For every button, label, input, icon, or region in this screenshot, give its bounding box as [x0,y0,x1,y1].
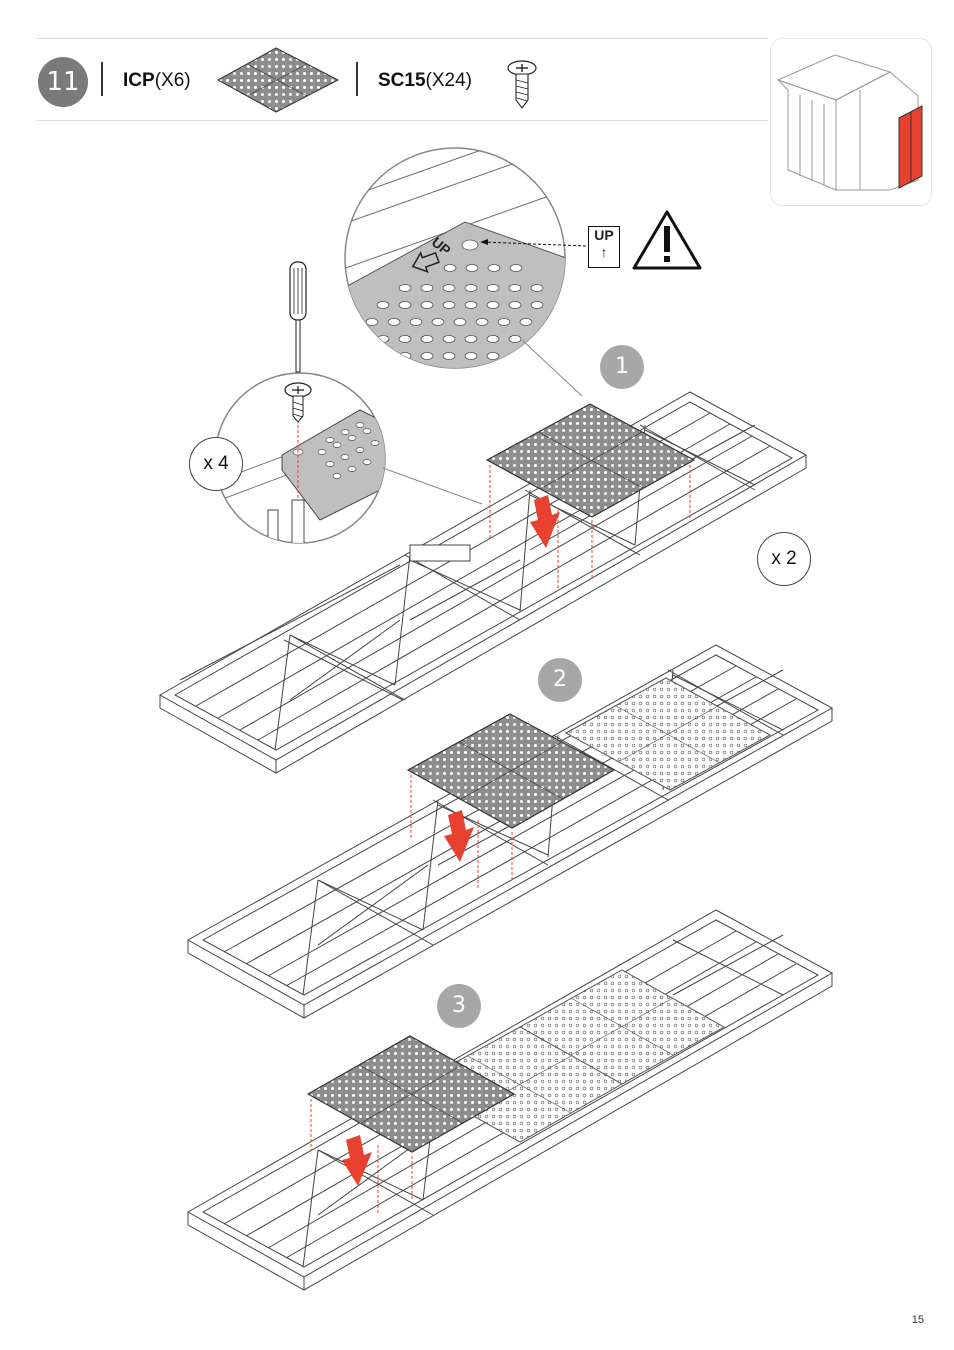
screwdriver-icon [290,262,306,380]
substep-badge-1: 1 [600,345,644,389]
multiplier-x4-badge: x 4 [189,437,243,491]
up-orientation-label: UP ↑ [588,226,620,268]
multiplier-x2-badge: x 2 [757,532,811,586]
floor-frame-2 [188,645,832,1018]
warning-triangle-icon [634,212,700,268]
down-arrow-2 [444,810,474,862]
substep-badge-2: 2 [538,658,582,702]
page-number: 15 [912,1314,924,1326]
up-label-text: UP [589,227,619,243]
floor-panel-icon [218,48,338,112]
screw-icon [508,61,536,108]
up-arrow-icon: ↑ [589,243,619,261]
down-arrow-1 [530,495,560,548]
substep-badge-3: 3 [437,984,481,1028]
zoom-detail-up: UP [340,115,600,400]
shed-thumbnail-icon [778,55,918,190]
